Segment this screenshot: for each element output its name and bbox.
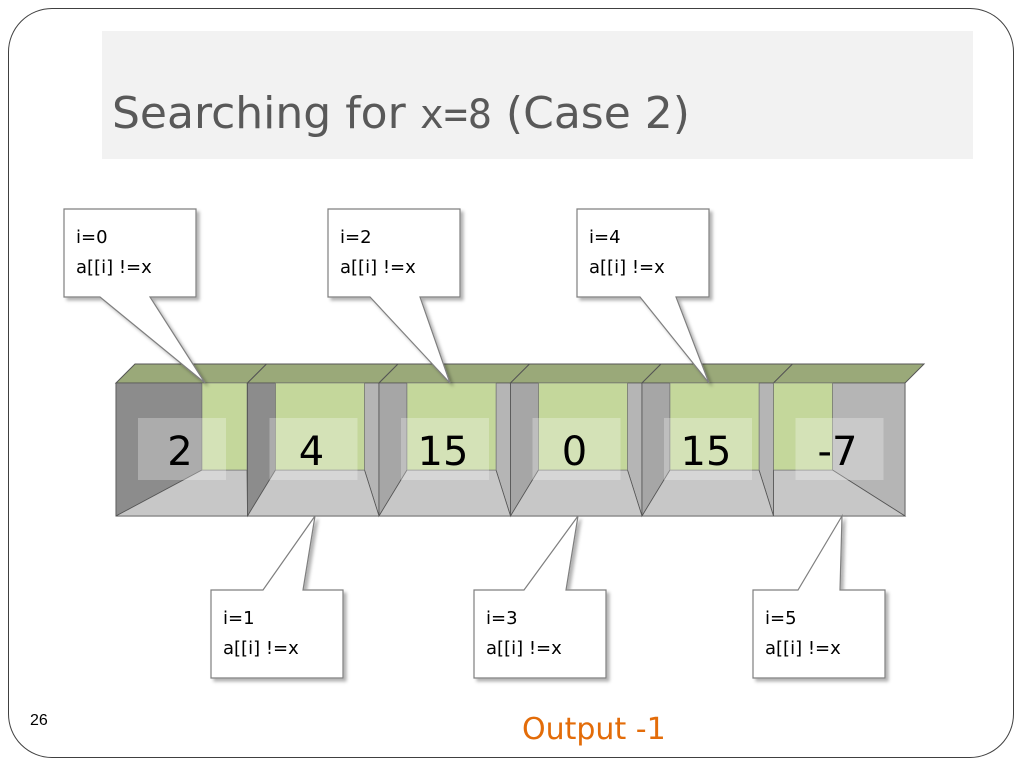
- slide-number: 26: [30, 712, 48, 730]
- output-label: Output -1: [522, 712, 666, 747]
- callout-index-label: i=2: [340, 223, 416, 253]
- callout-index-label: i=4: [589, 223, 665, 253]
- callout-check-label: a[[i] !=x: [589, 253, 665, 283]
- cell-top-face: [774, 364, 925, 383]
- array-value-4: 15: [681, 429, 732, 475]
- callout-check-label: a[[i] !=x: [486, 634, 562, 664]
- cell-top-face: [379, 364, 530, 383]
- array-cell-0: 2: [116, 364, 267, 516]
- callout-check-label: a[[i] !=x: [76, 253, 152, 283]
- array-cell-1: 4: [248, 364, 399, 516]
- callout-index-label: i=0: [76, 223, 152, 253]
- array-cell-2: 15: [379, 364, 530, 516]
- callout-check-label: a[[i] !=x: [223, 634, 299, 664]
- cell-top-face: [511, 364, 662, 383]
- array-cell-3: 0: [511, 364, 662, 516]
- array-value-2: 15: [418, 429, 469, 475]
- array-cell-5: -7: [774, 364, 925, 516]
- callout-index-label: i=5: [765, 604, 841, 634]
- array-value-1: 4: [299, 429, 324, 475]
- array-cell-4: 15: [642, 364, 793, 516]
- array-cells: 2 4 15 0 15 -7: [116, 364, 924, 516]
- callout-index-label: i=1: [223, 604, 299, 634]
- array-value-0: 2: [167, 429, 192, 475]
- array-value-3: 0: [562, 429, 587, 475]
- array-value-5: -7: [818, 429, 858, 475]
- callout-index-label: i=3: [486, 604, 562, 634]
- callout-check-label: a[[i] !=x: [765, 634, 841, 664]
- cell-top-face: [248, 364, 399, 383]
- callout-check-label: a[[i] !=x: [340, 253, 416, 283]
- cell-top-face: [642, 364, 793, 383]
